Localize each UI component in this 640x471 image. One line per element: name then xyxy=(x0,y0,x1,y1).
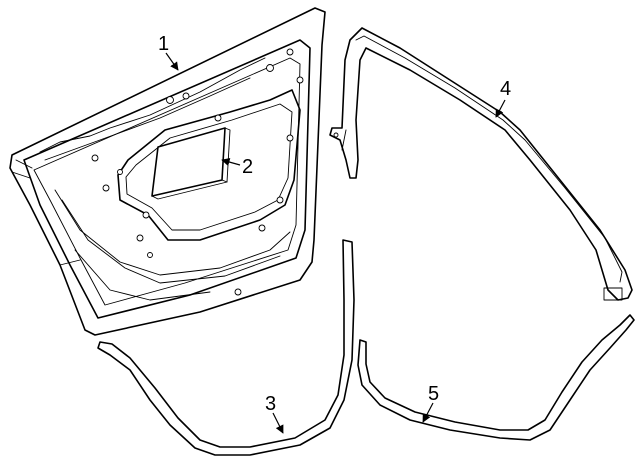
callout-1: 1 xyxy=(158,33,179,71)
callout-2-label: 2 xyxy=(242,156,253,178)
callout-5-label: 5 xyxy=(428,383,439,405)
lower-seal-5 xyxy=(357,314,635,441)
callout-3-label: 3 xyxy=(265,393,276,415)
callout-4-label: 4 xyxy=(500,78,511,100)
insulator-pad xyxy=(151,127,231,200)
callout-3: 3 xyxy=(265,393,284,434)
callout-1-label: 1 xyxy=(158,33,169,55)
callout-5: 5 xyxy=(422,383,439,423)
lower-seal-3 xyxy=(97,239,355,456)
callout-4: 4 xyxy=(495,78,511,118)
frame-seal xyxy=(329,27,633,301)
callout-2: 2 xyxy=(221,156,253,178)
